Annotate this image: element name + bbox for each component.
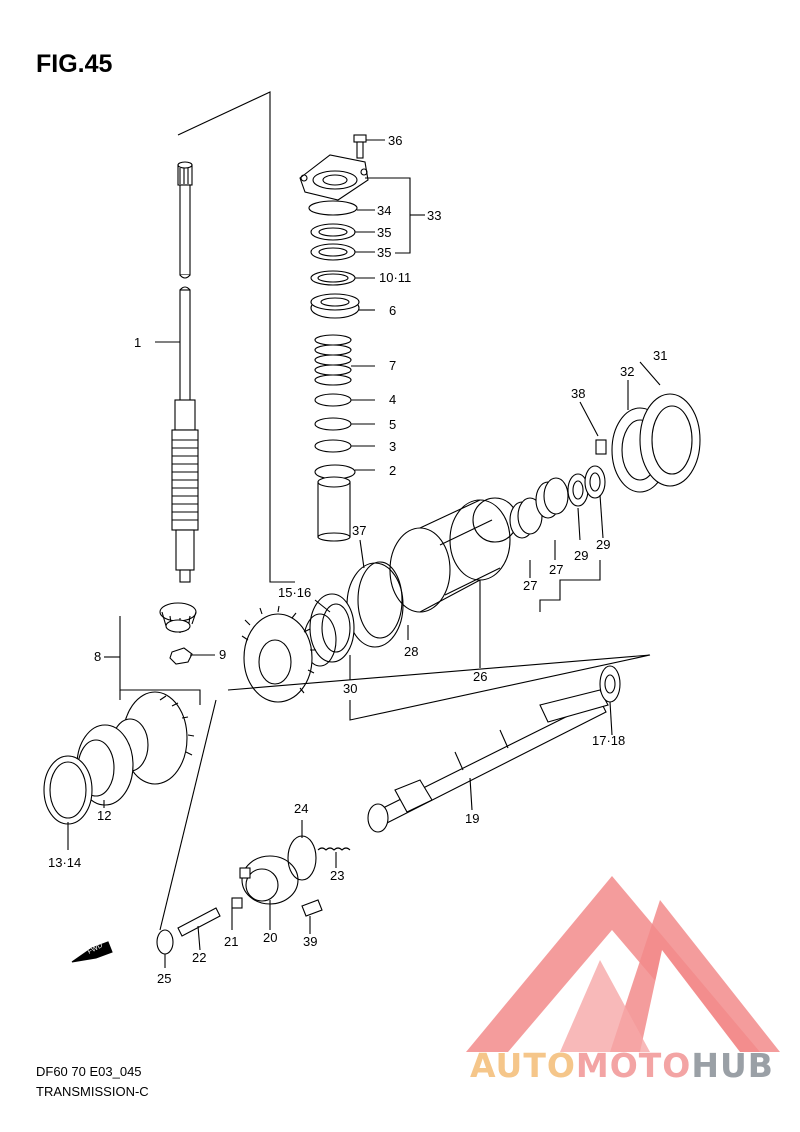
diagram-section-name: TRANSMISSION-C (36, 1084, 149, 1099)
clip-25 (156, 929, 174, 955)
callout-38: 38 (571, 386, 585, 401)
callout-37: 37 (352, 523, 366, 538)
shim-13-14 (43, 755, 93, 825)
watermark-part2: MOTO (575, 1046, 692, 1085)
callout-29b: 29 (596, 537, 610, 552)
sleeve-2 (314, 464, 356, 542)
callout-35b: 35 (377, 245, 391, 260)
ring-nut-31 (639, 393, 701, 487)
shim-10-11 (310, 270, 356, 286)
bearing-6 (310, 293, 360, 319)
drive-shaft (171, 161, 199, 583)
callout-24: 24 (294, 801, 308, 816)
push-rod-22 (177, 907, 221, 937)
oil-seal-29b (584, 465, 606, 499)
bearing-15-16 (309, 593, 355, 663)
oil-seal-29a (567, 473, 589, 507)
callout-30: 30 (343, 681, 357, 696)
callout-21: 21 (224, 934, 238, 949)
callout-9: 9 (219, 647, 226, 662)
callout-27a: 27 (523, 578, 537, 593)
callout-31: 31 (653, 348, 667, 363)
nut-9 (169, 647, 193, 665)
bevel-gear-reverse (241, 605, 316, 703)
callout-5: 5 (389, 417, 396, 432)
pin-39 (301, 899, 323, 917)
callout-12: 12 (97, 808, 111, 823)
bearing-27a (509, 497, 543, 539)
pin-21 (231, 897, 243, 909)
shaft-bracket (177, 91, 295, 583)
pinion-gear-8 (159, 602, 197, 633)
fwd-direction-marker: FWD (71, 941, 113, 963)
figure-title: FIG.45 (36, 50, 113, 78)
callout-39: 39 (303, 934, 317, 949)
bolt-36 (353, 134, 367, 159)
callout-17-18: 17·18 (592, 733, 625, 748)
callout-35a: 35 (377, 225, 391, 240)
callout-22: 22 (192, 950, 206, 965)
callout-25: 25 (157, 971, 171, 986)
watermark-part3: HUB (691, 1046, 774, 1085)
spring-ring-24 (287, 835, 317, 881)
callout-28: 28 (404, 644, 418, 659)
washer-5 (314, 417, 352, 431)
callout-13-14: 13·14 (48, 855, 81, 870)
bearing-housing (299, 154, 369, 201)
watermark-logo (466, 876, 780, 1052)
callout-32: 32 (620, 364, 634, 379)
callout-29a: 29 (574, 548, 588, 563)
key-38 (595, 439, 607, 455)
callout-33: 33 (427, 208, 441, 223)
callout-6: 6 (389, 303, 396, 318)
callout-8: 8 (94, 649, 101, 664)
callout-36: 36 (388, 133, 402, 148)
propeller-shaft-19 (367, 689, 609, 833)
callout-3: 3 (389, 439, 396, 454)
bearing-carrier-26 (389, 497, 518, 613)
callout-15-16: 15·16 (278, 585, 311, 600)
o-ring-37 (357, 561, 403, 639)
watermark-part1: AUTO (470, 1046, 576, 1085)
callout-23: 23 (330, 868, 344, 883)
callout-27b: 27 (549, 562, 563, 577)
callout-4: 4 (389, 392, 396, 407)
callout-7: 7 (389, 358, 396, 373)
callout-10-11: 10·11 (379, 270, 411, 285)
callout-34: 34 (377, 203, 391, 218)
callout-1: 1 (134, 335, 141, 350)
washer-4 (314, 393, 352, 407)
callout-2: 2 (389, 463, 396, 478)
diagram-code: DF60 70 E03_045 (36, 1064, 142, 1079)
leader-lines-lower (67, 361, 661, 968)
o-ring-28 (346, 562, 404, 648)
watermark-text: AUTOMOTOHUB (470, 1046, 774, 1085)
o-ring-34 (308, 200, 358, 216)
callout-20: 20 (263, 930, 277, 945)
leader-lines-upper (155, 139, 425, 471)
callout-26: 26 (473, 669, 487, 684)
oil-seal-35a (310, 223, 356, 241)
oil-seal-35b (310, 243, 356, 261)
spring-23 (317, 847, 351, 851)
thrust-washer-17-18 (599, 665, 621, 703)
washer-3 (314, 439, 352, 453)
callout-19: 19 (465, 811, 479, 826)
clutch-20 (239, 855, 299, 905)
spring-7 (314, 334, 352, 386)
bearing-27b (535, 477, 569, 519)
